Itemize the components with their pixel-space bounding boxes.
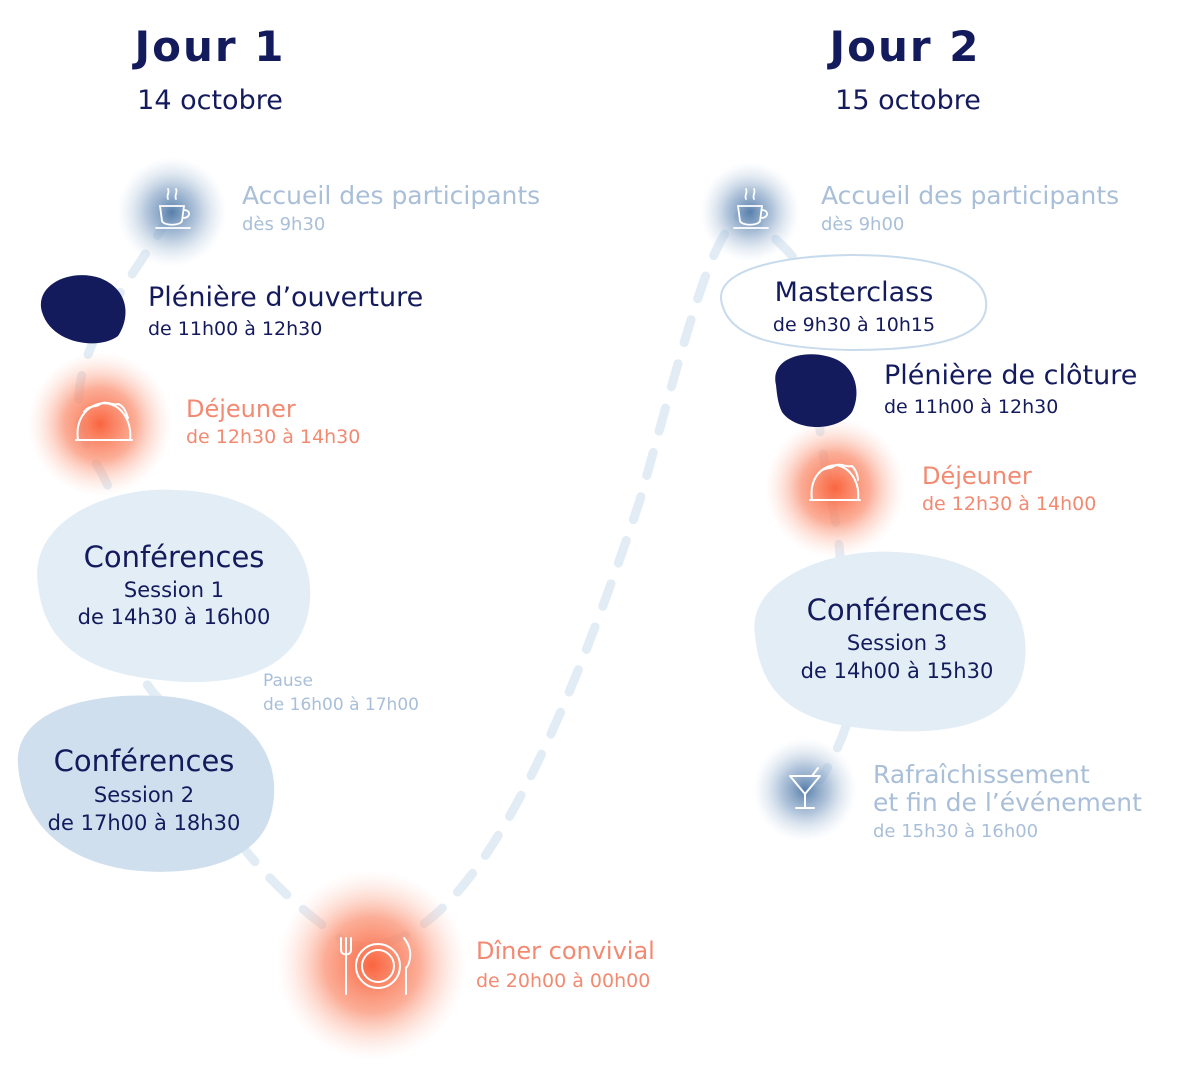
pause-time: de 16h00 à 17h00	[263, 695, 419, 715]
refreshment-time: de 15h30 à 16h00	[873, 821, 1039, 842]
dinner-title: Dîner convivial	[476, 937, 655, 965]
refreshment-title-line2: et fin de l’événement	[873, 788, 1142, 817]
lunch-glow-day2	[765, 418, 905, 558]
day1-title: Jour 1	[134, 22, 286, 71]
conference-session3-label: Session 3	[846, 631, 948, 655]
closing-plenary-title: Plénière de clôture	[884, 360, 1138, 391]
refreshment-glow	[753, 738, 857, 842]
conference-title-session3: Conférences	[806, 593, 988, 627]
lunch-title-day1: Déjeuner	[186, 395, 296, 423]
opening-plenary-blob	[40, 275, 126, 344]
masterclass-title: Masterclass	[774, 277, 934, 308]
opening-plenary-time: de 11h00 à 12h30	[148, 318, 323, 340]
lunch-title-day2: Déjeuner	[922, 462, 1032, 490]
taco-icon	[75, 401, 133, 441]
conference-session1-time: de 14h30 à 16h00	[77, 605, 271, 629]
lunch-time-day1: de 12h30 à 14h30	[186, 426, 361, 448]
conference-blob-session2	[17, 695, 275, 872]
conference-blob-session3	[754, 551, 1026, 732]
conference-session3-time: de 14h00 à 15h30	[800, 659, 994, 683]
day2-date: 15 octobre	[835, 85, 981, 116]
taco-icon	[809, 463, 861, 501]
conference-session2-time: de 17h00 à 18h30	[47, 811, 241, 835]
refreshment-title-line1: Rafraîchissement	[873, 760, 1090, 789]
welcome-glow-day2	[700, 162, 800, 262]
masterclass-time: de 9h30 à 10h15	[772, 314, 936, 336]
coffee-cup-icon	[155, 188, 191, 229]
conference-title-session1: Conférences	[83, 540, 265, 574]
welcome-title-day1: Accueil des participants	[242, 181, 541, 210]
welcome-glow-day1	[117, 157, 227, 267]
pause-title: Pause	[263, 671, 313, 691]
masterclass-outline	[720, 253, 988, 352]
welcome-time-day1: dès 9h30	[242, 214, 326, 235]
day2-title: Jour 2	[829, 22, 981, 71]
cocktail-icon	[789, 767, 821, 809]
closing-plenary-blob	[775, 354, 857, 427]
plate-cutlery-icon	[340, 937, 412, 995]
lunch-glow-day1	[28, 352, 172, 496]
conference-session2-label: Session 2	[93, 783, 195, 807]
coffee-cup-icon	[733, 188, 769, 229]
dinner-time: de 20h00 à 00h00	[476, 970, 651, 992]
lunch-time-day2: de 12h30 à 14h00	[922, 493, 1097, 515]
opening-plenary-title: Plénière d’ouverture	[148, 282, 424, 313]
dinner-glow	[277, 870, 467, 1060]
day1-date: 14 octobre	[137, 85, 283, 116]
welcome-title-day2: Accueil des participants	[821, 181, 1120, 210]
conference-session1-label: Session 1	[123, 578, 225, 602]
conference-title-session2: Conférences	[53, 744, 235, 778]
conference-blob-session1	[37, 489, 311, 683]
closing-plenary-time: de 11h00 à 12h30	[884, 396, 1059, 418]
welcome-time-day2: dès 9h00	[821, 214, 905, 235]
